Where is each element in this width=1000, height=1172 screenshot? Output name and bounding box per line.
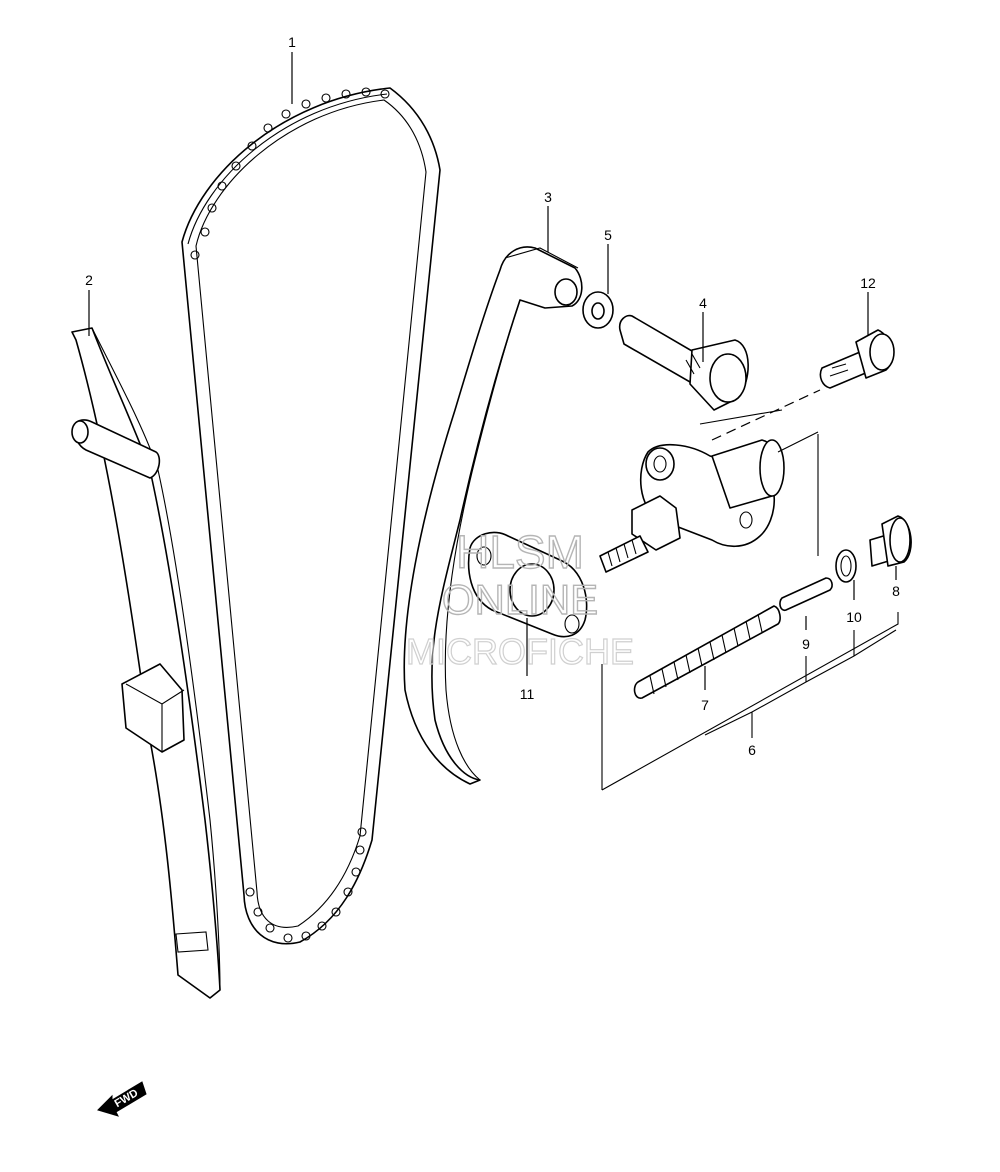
callout-9: 9 bbox=[802, 636, 810, 652]
cam-chain[interactable] bbox=[181, 87, 441, 945]
tensioner-bolt[interactable] bbox=[819, 329, 895, 389]
watermark-line-1: HLSM bbox=[456, 526, 584, 578]
gasket[interactable] bbox=[467, 531, 588, 638]
assembly-bracket bbox=[601, 409, 899, 791]
callout-11: 11 bbox=[520, 686, 535, 702]
callout-7: 7 bbox=[701, 697, 709, 713]
callout-1: 1 bbox=[288, 34, 296, 50]
push-rod[interactable] bbox=[779, 577, 833, 612]
callout-8: 8 bbox=[892, 583, 900, 599]
callout-labels: 1 2 3 4 5 6 7 8 9 10 11 12 bbox=[85, 34, 900, 758]
callout-3: 3 bbox=[544, 189, 552, 205]
chain-guide-front[interactable] bbox=[71, 327, 221, 999]
assembly-bracket-group-line bbox=[704, 629, 897, 738]
callout-2: 2 bbox=[85, 272, 93, 288]
callout-4: 4 bbox=[699, 295, 707, 311]
callout-6: 6 bbox=[748, 742, 756, 758]
spring[interactable] bbox=[633, 605, 781, 699]
tensioner-adjuster[interactable] bbox=[599, 439, 785, 573]
watermark-line-3: MICROFICHE bbox=[406, 631, 634, 672]
watermark: HLSM ONLINE MICROFICHE bbox=[405, 525, 634, 672]
cap-bolt[interactable] bbox=[869, 515, 912, 567]
callout-10: 10 bbox=[846, 609, 862, 625]
callout-12: 12 bbox=[860, 275, 876, 291]
leader-lines bbox=[88, 52, 897, 690]
washer[interactable] bbox=[582, 291, 614, 329]
forward-arrow: FWD bbox=[97, 1081, 147, 1117]
tensioner-arm[interactable] bbox=[403, 246, 583, 785]
o-ring[interactable] bbox=[835, 549, 857, 583]
watermark-line-2: ONLINE bbox=[442, 576, 598, 623]
alignment-line bbox=[711, 389, 821, 441]
pivot-bolt[interactable] bbox=[618, 314, 749, 411]
callout-5: 5 bbox=[604, 227, 612, 243]
forward-label: FWD bbox=[113, 1087, 141, 1110]
